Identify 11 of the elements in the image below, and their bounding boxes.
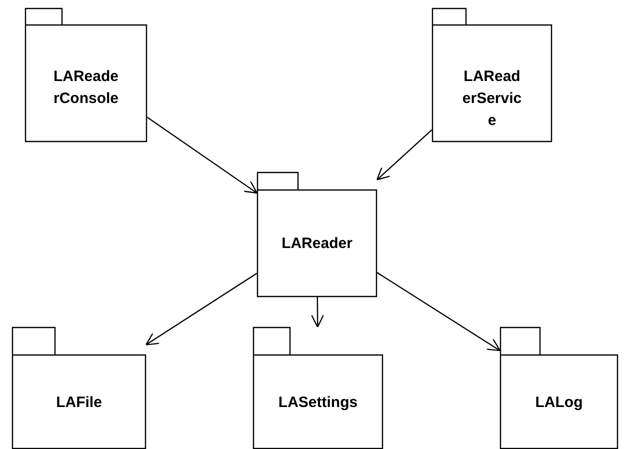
arrow xyxy=(376,272,501,352)
package-name: LALog xyxy=(534,393,584,413)
package-name: LAReader xyxy=(280,234,354,254)
arrow xyxy=(146,116,258,194)
package-name: LAReaderService xyxy=(461,67,523,131)
arrow xyxy=(376,129,432,180)
arrow xyxy=(145,272,258,346)
package-name: LAFile xyxy=(55,393,103,413)
package-name: LAReaderConsole xyxy=(53,67,119,109)
arrow xyxy=(310,297,324,328)
package-name: LASettings xyxy=(277,393,359,413)
